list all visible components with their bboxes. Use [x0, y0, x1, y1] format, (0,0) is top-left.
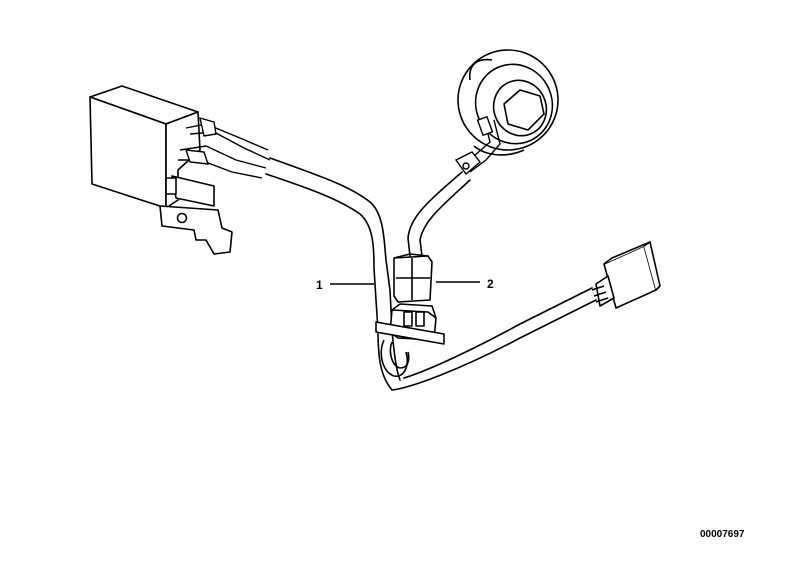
relay-terminals [178, 117, 271, 179]
mounting-hole [176, 212, 188, 224]
cable-loop [380, 339, 410, 377]
callout-label-2: 2 [487, 277, 494, 291]
mounting-bracket [159, 205, 233, 255]
main-cable [265, 157, 401, 391]
ring-branch-cable [407, 171, 471, 257]
connector-2 [393, 253, 433, 303]
relay-tab [171, 175, 215, 207]
callout-leaders [330, 281, 480, 285]
cable-clamp [375, 321, 445, 345]
relay-module [89, 85, 233, 255]
ring-center-cutout [503, 89, 545, 131]
callout-label-1: 1 [316, 278, 323, 292]
right-branch-cable [391, 287, 597, 391]
relay-clip [165, 177, 177, 195]
ring-connector [457, 49, 559, 156]
drawing-number: 00007697 [700, 529, 745, 540]
right-connector [591, 241, 661, 309]
ring-pigtail [454, 115, 501, 176]
connector-latch [595, 275, 615, 307]
